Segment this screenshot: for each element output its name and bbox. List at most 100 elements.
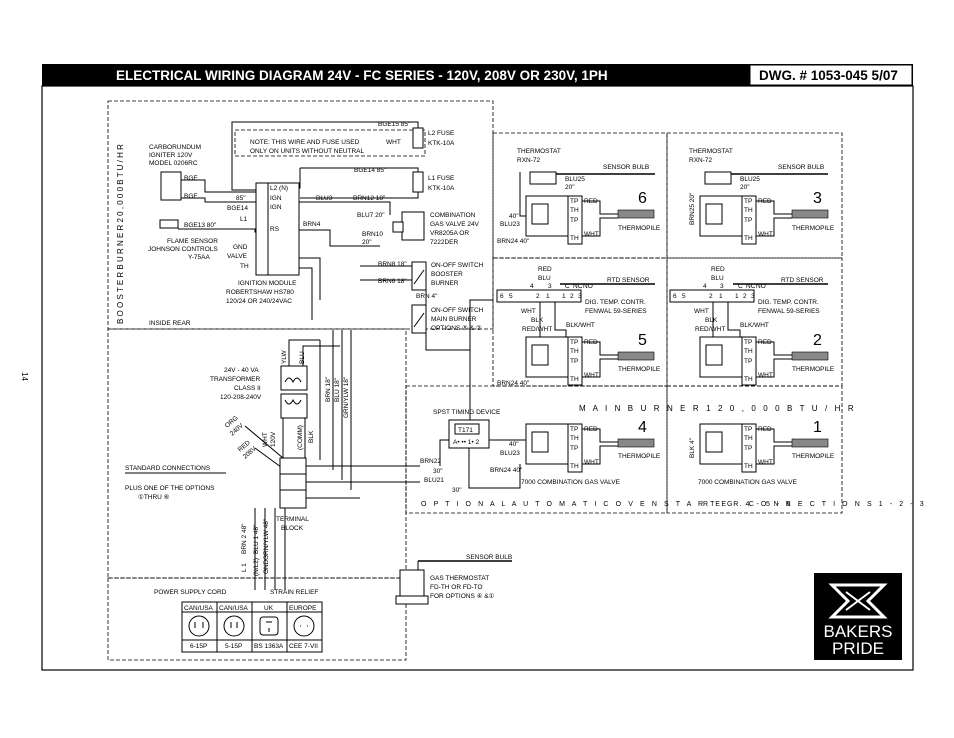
- plug-model-1: 6-15P: [190, 643, 207, 650]
- terminal-block-line-2: BLOCK: [281, 525, 304, 532]
- svg-text:T171: T171: [458, 427, 473, 434]
- svg-text:NO: NO: [756, 283, 766, 290]
- svg-text:DIG. TEMP. CONTR.: DIG. TEMP. CONTR.: [758, 299, 819, 306]
- brn4-label: BRN4: [303, 221, 321, 228]
- svg-text:WHT: WHT: [584, 372, 599, 379]
- option-5-rtd: RED BLU RTD SENSOR 4 3 C NC NO 6 5 2 1 1…: [496, 266, 661, 387]
- main-on-off-switch: [411, 304, 427, 334]
- combo-valve-line-3: VR8205A OR: [430, 230, 469, 237]
- flame-sensor-line-3: Y-75AA: [188, 254, 210, 261]
- blk-label: BLK: [308, 430, 315, 443]
- svg-text:30": 30": [433, 468, 443, 475]
- option-5-badge: 5: [638, 332, 647, 349]
- svg-text:1: 1: [735, 293, 739, 300]
- plug-icon-bs1363a: [259, 616, 279, 636]
- bge-label-1: BGE: [184, 175, 198, 182]
- svg-text:GAS THERMOSTAT: GAS THERMOSTAT: [430, 575, 489, 582]
- blu1-label: BLU 1 48": [253, 524, 260, 554]
- switch-wires: [360, 265, 493, 441]
- svg-text:SENSOR BULB: SENSOR BULB: [466, 554, 512, 561]
- svg-text:TP: TP: [744, 339, 752, 346]
- blu3-label: BLU3: [316, 195, 333, 202]
- plug-icon-5-15p: [223, 615, 245, 637]
- option-4-badge: 4: [638, 419, 647, 436]
- svg-text:40": 40": [509, 213, 519, 220]
- l1-label: L 1: [241, 563, 248, 572]
- svg-text:TP: TP: [570, 339, 578, 346]
- main-switch-line-3: OPTIONS ⑤ & ②: [431, 324, 482, 332]
- plug-header-1: CAN/USA: [184, 605, 214, 612]
- svg-text:7000 COMBINATION GAS VALVE: 7000 COMBINATION GAS VALVE: [698, 479, 798, 486]
- blu18-label: BLU 18": [334, 377, 341, 402]
- svg-text:1: 1: [546, 293, 550, 300]
- dwg-number-box: [749, 64, 913, 86]
- svg-text:2: 2: [709, 293, 713, 300]
- svg-text:NC: NC: [746, 283, 756, 290]
- svg-text:TH: TH: [570, 348, 579, 355]
- bge15-label: BGE15 85": [378, 121, 411, 128]
- header-bar: [42, 64, 913, 86]
- combo-valve-line-4: 7222DER: [430, 239, 458, 246]
- module-term-l2: L2 (N): [270, 185, 288, 192]
- bakers-pride-logo: BAKERS PRIDE: [814, 573, 902, 660]
- standard-line-2: PLUS ONE OF THE OPTIONS: [125, 485, 215, 492]
- header-title: ELECTRICAL WIRING DIAGRAM 24V - FC SERIE…: [116, 68, 608, 83]
- main-switch-blade: [413, 312, 425, 328]
- booster-switch-blade: [413, 269, 425, 285]
- plug-header-4: EUROPE: [289, 605, 317, 612]
- svg-text:TP: TP: [744, 426, 752, 433]
- svg-text:RTD SENSOR: RTD SENSOR: [781, 277, 824, 284]
- svg-text:TP: TP: [570, 445, 578, 452]
- ignition-module-terminals: [267, 182, 300, 276]
- option-2-rtd: RED BLU RTD SENSOR 4 3 C NC NO 6 5 2 1 1…: [669, 266, 835, 386]
- flame-sensor-wire: [178, 228, 268, 233]
- svg-text:RXN-72: RXN-72: [689, 157, 713, 164]
- booster-gas-valve: [401, 211, 425, 241]
- svg-text:THERMOPILE: THERMOPILE: [792, 225, 835, 232]
- transformer-line-1: 24V - 40 VA: [224, 367, 259, 374]
- flame-sensor-plug: [159, 219, 179, 229]
- l1-fuse-label-1: L1 FUSE: [428, 175, 455, 182]
- brn10-label: BRN10: [362, 231, 383, 238]
- fuse-wires: [231, 121, 419, 199]
- svg-text:TH: TH: [570, 376, 579, 383]
- igniter-line-1: CARBORUNDUM: [149, 144, 201, 151]
- plug-header-3: UK: [264, 605, 274, 612]
- gnd-label: GND: [263, 559, 270, 574]
- svg-text:TP: TP: [570, 358, 578, 365]
- svg-text:BLK: BLK: [705, 317, 718, 324]
- power-cord-label: POWER SUPPLY CORD: [154, 589, 227, 596]
- svg-text:BRN24 40": BRN24 40": [490, 467, 523, 474]
- option-6-thermostat: THERMOSTAT RXN-72 SENSOR BULB BLU25 20" …: [497, 148, 661, 245]
- combo-valve-line-2: GAS VALVE 24V: [430, 221, 480, 228]
- ign-85-label: 85": [236, 195, 246, 202]
- module-name-line-2: ROBERTSHAW HS780: [226, 289, 294, 296]
- module-term-ign-2: IGN: [270, 204, 282, 211]
- main-switch-line-2: MAIN BURNER: [431, 316, 477, 323]
- booster-switch-line-3: BURNER: [431, 280, 459, 287]
- option-3-badge: 3: [813, 190, 822, 207]
- brn10-len-label: 20": [362, 239, 372, 246]
- svg-text:PRIDE: PRIDE: [832, 639, 884, 658]
- l1-fuse: [412, 171, 424, 193]
- svg-text:BLK/WHT: BLK/WHT: [566, 322, 595, 329]
- module-wires: [299, 201, 391, 320]
- standard-line-3: ①THRU ⑥: [138, 493, 170, 501]
- grn-label: GRN/YLW 48": [263, 518, 270, 560]
- svg-text:M A I N B U R N E R 1 2 0: M A I N B U R N E R 1 2 0 , 0 0 0 B T U …: [579, 404, 856, 413]
- svg-text:WHT: WHT: [758, 372, 773, 379]
- svg-text:2: 2: [743, 293, 747, 300]
- svg-text:DIG. TEMP. CONTR.: DIG. TEMP. CONTR.: [585, 299, 646, 306]
- transformer-wires: [244, 330, 352, 490]
- svg-text:RXN-72: RXN-72: [517, 157, 541, 164]
- ylw-label: YLW: [281, 350, 288, 364]
- bge13-label: BGE13 80": [184, 222, 217, 229]
- svg-text:WHT: WHT: [758, 231, 773, 238]
- svg-text:3: 3: [720, 283, 724, 290]
- svg-text:BLU25: BLU25: [565, 176, 585, 183]
- comm-label: (COMM): [297, 425, 304, 450]
- svg-text:TH: TH: [744, 463, 753, 470]
- svg-text:TP: TP: [570, 217, 578, 224]
- transformer-line-4: 120-208-240V: [220, 394, 262, 401]
- svg-text:BLK 4": BLK 4": [689, 437, 696, 458]
